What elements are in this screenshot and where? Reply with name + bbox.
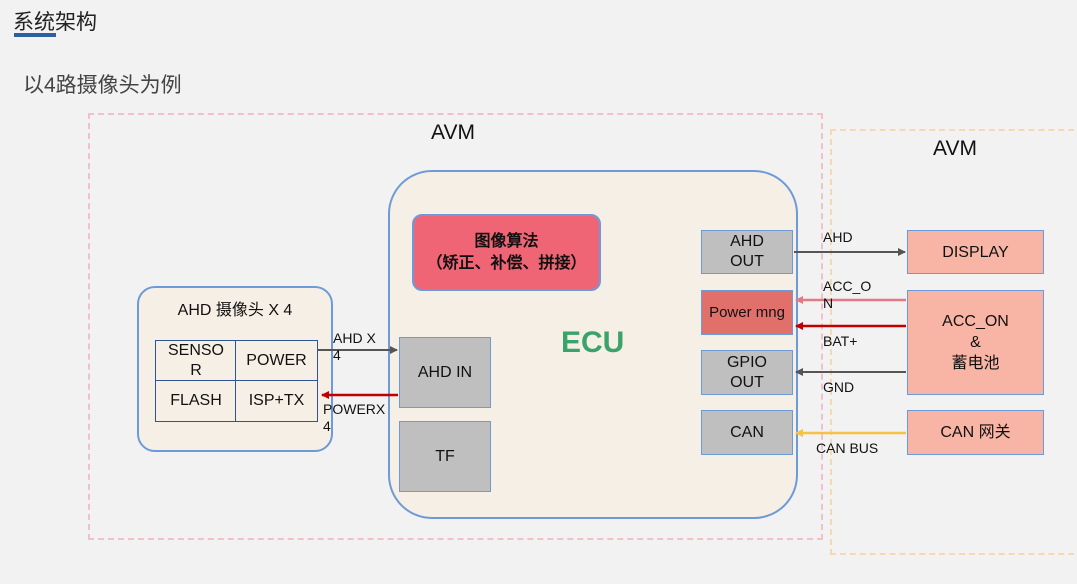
page-subtitle: 以4路摄像头为例 (23, 74, 182, 97)
acc-battery-line-acc: ACC_ON (942, 313, 1009, 330)
image-algorithm-box: 图像算法 （矫正、补偿、拼接） (412, 214, 601, 291)
image-algorithm-subtitle: （矫正、补偿、拼接） (426, 254, 587, 272)
acc-battery-line-and: & (970, 334, 981, 351)
tf-box: TF (399, 421, 491, 492)
page-title: 系统架构 (13, 11, 97, 34)
acc-on-label: ACC_ON (823, 278, 872, 311)
avm-left-label: AVM (431, 121, 475, 144)
ecu-label: ECU (561, 326, 625, 359)
camera-module-title: AHD 摄像头 X 4 (177, 302, 293, 319)
ahd-x4-label: AHD X 4 (333, 330, 376, 363)
bat-plus-label: BAT+ (823, 333, 858, 349)
sensor-cell: SENSOR (155, 340, 237, 382)
ahd-in-box: AHD IN (399, 337, 491, 408)
acc-battery-box: ACC_ON & 蓄电池 (907, 290, 1044, 395)
avm-right-label: AVM (933, 137, 977, 160)
power-mng-box: Power mng (701, 290, 793, 335)
acc-battery-line-battery: 蓄电池 (951, 355, 1000, 372)
can-bus-label: CAN BUS (816, 440, 879, 456)
power-x4-label: POWERX 4 (323, 401, 386, 434)
can-gateway-box: CAN 网关 (907, 410, 1044, 455)
isp-tx-cell: ISP+TX (235, 380, 318, 422)
ahd-label: AHD (823, 229, 853, 245)
flash-cell: FLASH (155, 380, 237, 422)
gnd-label: GND (823, 379, 855, 395)
image-algorithm-title: 图像算法 (474, 232, 539, 250)
power-cell: POWER (235, 340, 318, 382)
camera-component-grid: SENSOR POWER FLASH ISP+TX (155, 340, 318, 422)
ahd-out-box: AHD OUT (701, 230, 793, 274)
title-underline (14, 33, 56, 37)
gpio-out-box: GPIO OUT (701, 350, 793, 395)
display-box: DISPLAY (907, 230, 1044, 274)
can-box: CAN (701, 410, 793, 455)
avm-right-region (830, 129, 1077, 555)
